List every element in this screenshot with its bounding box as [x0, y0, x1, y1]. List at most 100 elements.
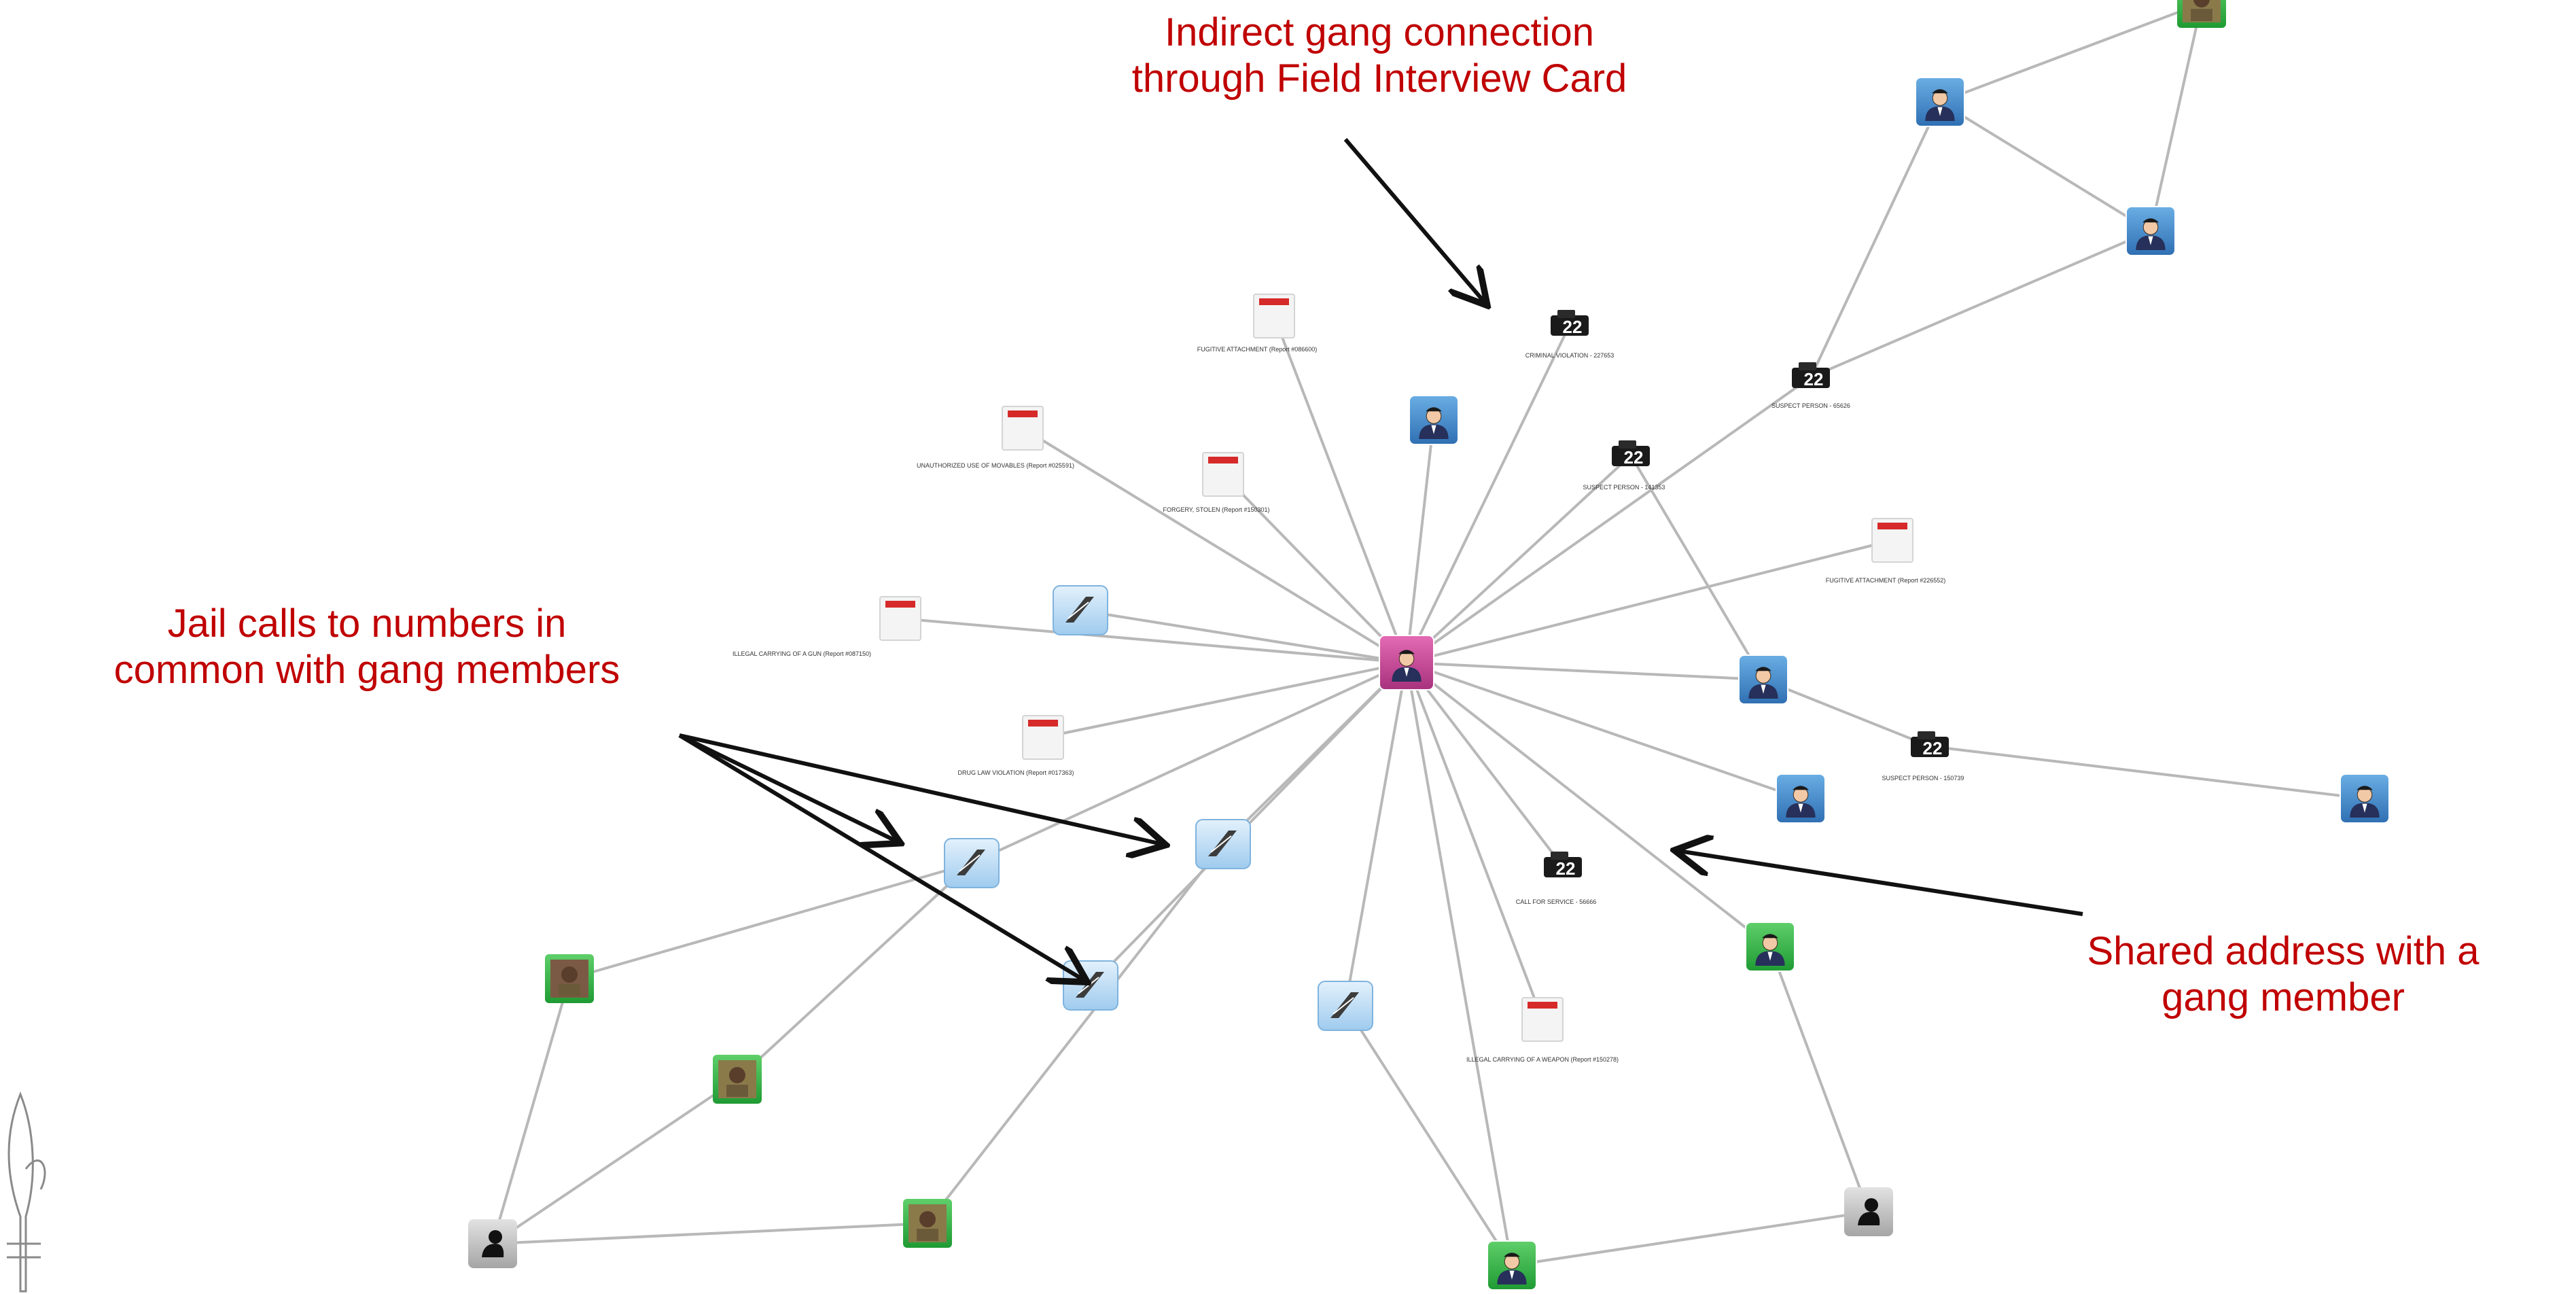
edge-p6-gTop	[2149, 3, 2203, 232]
node-report-r3[interactable]: FORGERY, STOLEN (Report #150301)	[1163, 452, 1270, 513]
edge-c-r2	[1021, 427, 1408, 664]
node-label: SUSPECT PERSON - 65626	[1771, 402, 1850, 409]
node-person-blue-p1[interactable]	[1409, 395, 1459, 445]
node-person-blue-p4[interactable]	[2340, 773, 2390, 824]
node-photo-green-gTop[interactable]	[2177, 0, 2226, 28]
edge-f1-p6	[1810, 230, 2151, 379]
edge-c-g2	[1405, 662, 1513, 1266]
svg-text:22: 22	[1923, 738, 1943, 758]
fleur-de-lis-logo	[7, 1091, 46, 1293]
node-report-r7[interactable]: ILLEGAL CARRYING OF A WEAPON (Report #15…	[1466, 997, 1619, 1063]
edge-l3-ph3	[926, 843, 1224, 1225]
callout-jail-calls: Jail calls to numbers in common with gan…	[0, 601, 734, 693]
edge-c-r3	[1222, 473, 1408, 664]
arrow-jail-3	[678, 733, 1084, 980]
node-person-green-g2[interactable]	[1487, 1240, 1537, 1291]
node-label: DRUG LAW VIOLATION (Report #017363)	[957, 769, 1074, 776]
edge-p5-p6	[1939, 101, 2152, 232]
node-person-blue-p3[interactable]	[1776, 773, 1826, 824]
edge-l2-ph1	[569, 862, 972, 980]
node-label: UNAUTHORIZED USE OF MOVABLES (Report #02…	[917, 462, 1074, 469]
edge-layer	[491, 2, 2365, 1267]
edge-c-p3	[1406, 661, 1801, 800]
node-label: ILLEGAL CARRYING OF A WEAPON (Report #15…	[1466, 1056, 1619, 1063]
callout-arrows	[678, 138, 2083, 980]
node-person-blue-p6[interactable]	[2125, 206, 2176, 256]
node-label: FORGERY, STOLEN (Report #150301)	[1163, 506, 1269, 513]
edge-c-r4	[1406, 539, 1893, 664]
node-phone-call-l1[interactable]	[1053, 585, 1108, 635]
edge-c-f5	[1405, 661, 1564, 868]
edge-l2-ph2	[736, 862, 973, 1081]
callout-line: Shared address with a	[2087, 929, 2480, 973]
edge-c-r6	[1042, 661, 1407, 739]
edge-s1-ph3	[492, 1222, 928, 1245]
edge-c-p1	[1405, 419, 1435, 663]
edge-c-l2	[971, 661, 1407, 864]
node-report-r2[interactable]: UNAUTHORIZED USE OF MOVABLES (Report #02…	[917, 406, 1074, 469]
svg-text:22: 22	[1804, 369, 1824, 389]
edge-c-f3	[1405, 324, 1571, 663]
node-silhouette-gray-s1[interactable]	[468, 1219, 517, 1268]
edge-c-p2	[1406, 661, 1764, 681]
node-person-pink-c[interactable]	[1379, 635, 1434, 690]
node-person-blue-p2[interactable]	[1738, 654, 1788, 705]
node-phone-call-l3[interactable]	[1195, 819, 1251, 869]
callout-indirect-gang-connection: Indirect gang connection through Field I…	[1006, 10, 1753, 102]
callout-line: Jail calls to numbers in	[167, 601, 567, 646]
node-silhouette-gray-s2[interactable]	[1844, 1187, 1893, 1236]
node-label: CALL FOR SERVICE - 56666	[1516, 898, 1597, 905]
edge-p2-f4	[1763, 678, 1930, 748]
node-photo-green-ph3[interactable]	[903, 1199, 952, 1248]
edge-f2-p2	[1629, 454, 1765, 681]
node-label: SUSPECT PERSON - 150739	[1882, 775, 1964, 782]
node-report-r6[interactable]: DRUG LAW VIOLATION (Report #017363)	[957, 715, 1074, 776]
callout-line: Indirect gang connection	[1165, 10, 1594, 54]
edge-c-l1	[1080, 609, 1407, 664]
node-phone-call-l5[interactable]	[1318, 981, 1373, 1031]
callout-shared-address: Shared address with a gang member	[1991, 928, 2575, 1021]
node-label: ILLEGAL CARRYING OF A GUN (Report #08715…	[733, 650, 871, 657]
edge-c-g1	[1405, 661, 1771, 948]
svg-text:22: 22	[1563, 317, 1583, 337]
edge-c-r5	[900, 617, 1407, 664]
node-label: CRIMINAL VIOLATION - 227653	[1525, 352, 1615, 359]
node-person-blue-p5[interactable]	[1915, 77, 1965, 127]
svg-text:22: 22	[1556, 858, 1576, 879]
edge-g2-s2	[1511, 1210, 1869, 1267]
node-report-r5[interactable]: ILLEGAL CARRYING OF A GUN (Report #08715…	[733, 596, 921, 657]
arrow-jail-2	[679, 733, 1162, 844]
node-label: SUSPECT PERSON - 141353	[1583, 484, 1665, 491]
svg-text:22: 22	[1624, 447, 1644, 468]
arrow-jail-1	[678, 733, 897, 841]
edge-p5-gTop	[1939, 2, 2202, 103]
edge-ph2-s1	[491, 1078, 739, 1245]
edge-l5-g2	[1344, 1004, 1513, 1267]
edge-c-r1	[1273, 315, 1408, 663]
edge-c-r7	[1405, 662, 1544, 1020]
callout-line: gang member	[2162, 975, 2405, 1019]
arrow-indirect	[1343, 138, 1485, 302]
node-label: FUGITIVE ATTACHMENT (Report #226552)	[1826, 577, 1946, 584]
node-label: FUGITIVE ATTACHMENT (Report #086600)	[1197, 346, 1318, 353]
edge-c-f1	[1405, 376, 1812, 664]
arrow-address	[1678, 851, 2083, 916]
node-photo-green-ph2[interactable]	[713, 1055, 762, 1104]
node-report-r1[interactable]: FUGITIVE ATTACHMENT (Report #086600)	[1197, 294, 1318, 353]
edge-f1-p5	[1810, 101, 1941, 378]
node-phone-call-l4[interactable]	[1063, 960, 1118, 1011]
edge-c-f2	[1405, 454, 1632, 664]
callout-line: common with gang members	[113, 648, 620, 692]
node-report-r4[interactable]: FUGITIVE ATTACHMENT (Report #226552)	[1826, 518, 1946, 584]
node-person-green-g1[interactable]	[1745, 922, 1795, 972]
node-phone-call-l2[interactable]	[944, 838, 1000, 888]
edge-f4-p4	[1929, 745, 2365, 800]
node-photo-green-ph1[interactable]	[545, 954, 594, 1003]
